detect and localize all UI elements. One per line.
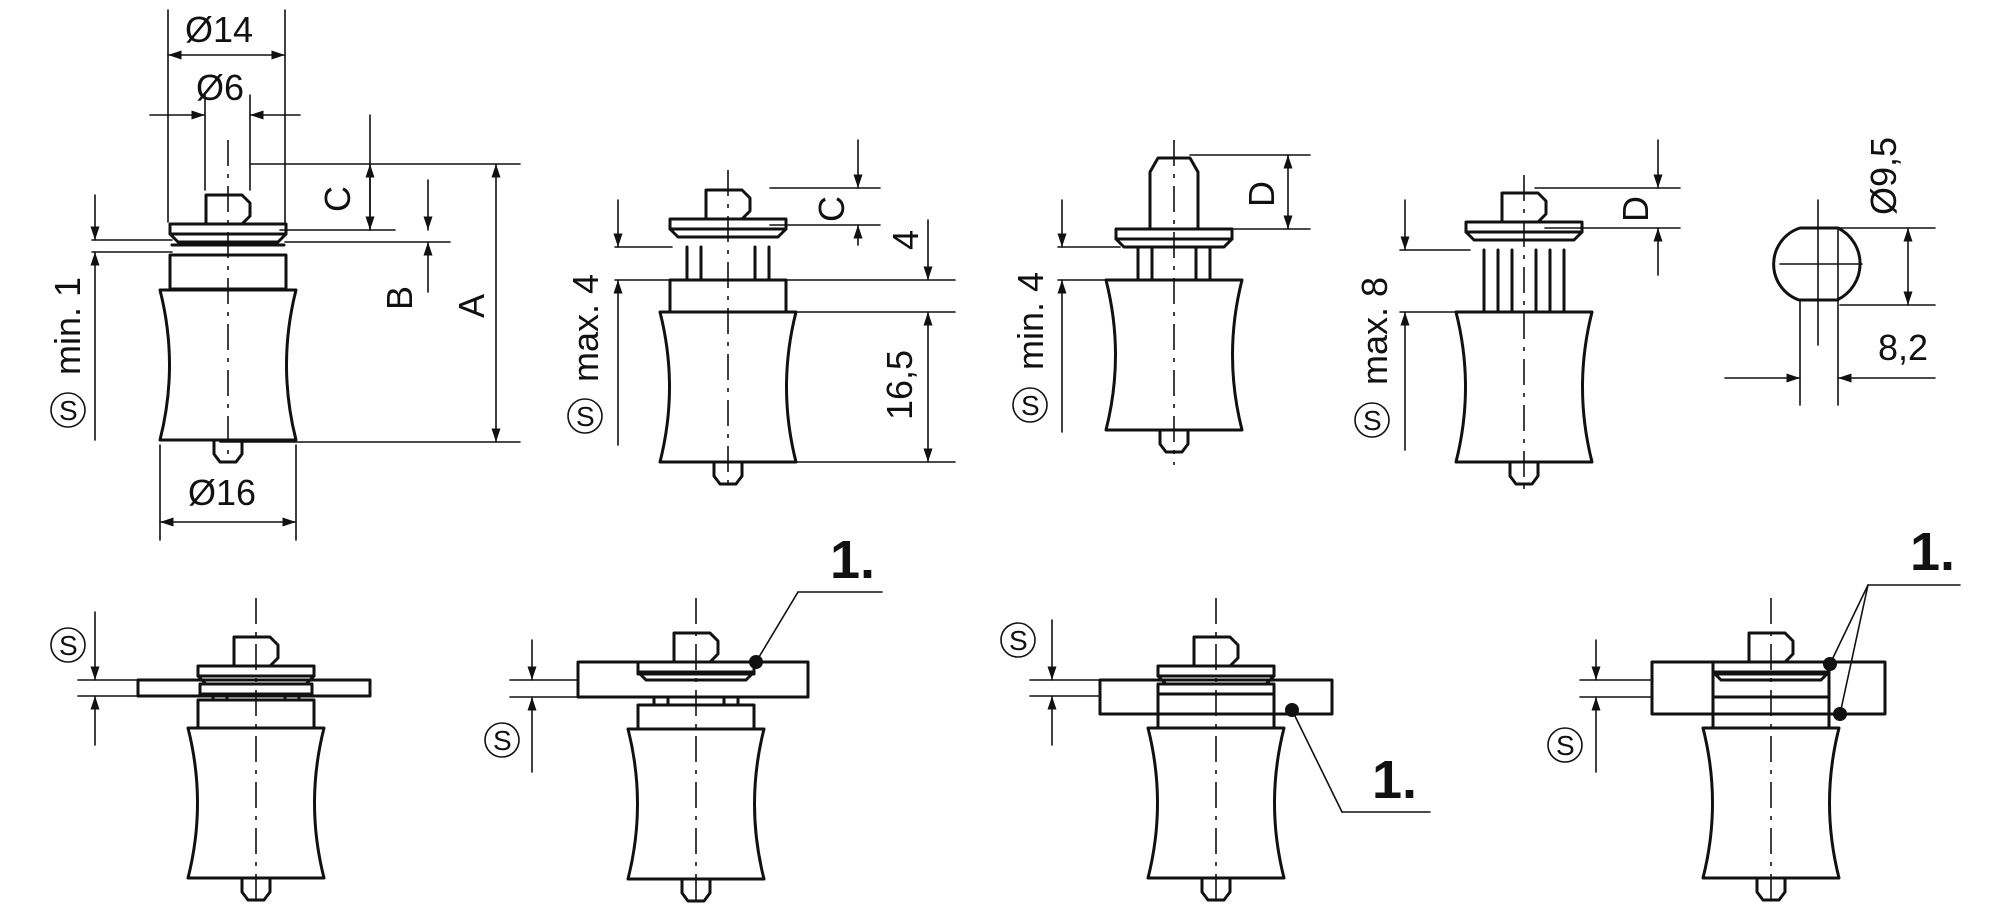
dim-16-5: 16,5 xyxy=(879,350,920,420)
svg-text:S: S xyxy=(1009,625,1028,656)
dim-D-1: D xyxy=(1241,181,1282,207)
svg-text:S: S xyxy=(59,395,78,426)
dim-8-2: 8,2 xyxy=(1878,327,1928,368)
dim-C-2: C xyxy=(811,196,852,222)
s-symbol-icon xyxy=(50,627,86,663)
dim-4: 4 xyxy=(885,230,926,250)
svg-text:S: S xyxy=(59,630,78,661)
dim-B: B xyxy=(379,286,420,310)
s-symbol-icon xyxy=(567,398,603,434)
dim-max-8: max. 8 xyxy=(1354,277,1395,385)
view-4: D S max. 8 xyxy=(1354,139,1681,490)
s-symbol-icon xyxy=(484,722,520,758)
s-symbol-icon xyxy=(50,392,86,428)
view-1: Ø14 Ø6 Ø16 A C B S min. 1 xyxy=(47,9,521,541)
svg-text:S: S xyxy=(1363,405,1382,436)
dim-C-1: C xyxy=(317,186,358,212)
dim-diameter-16: Ø16 xyxy=(188,472,256,513)
callout-label-3: 1. xyxy=(1910,522,1955,582)
assembly-3: 1. S xyxy=(1000,598,1431,905)
s-symbol-icon xyxy=(1000,622,1036,658)
callout-label-1: 1. xyxy=(830,530,875,590)
assembly-2: 1. S xyxy=(484,530,883,905)
dim-diameter-9-5: Ø9,5 xyxy=(1863,137,1904,215)
view-5-section: 8,2 Ø9,5 xyxy=(1724,137,1936,406)
assembly-1: S xyxy=(50,598,372,905)
view-2: C 4 16,5 S max. 4 xyxy=(565,139,956,490)
svg-text:S: S xyxy=(576,401,595,432)
dim-D-2: D xyxy=(1615,196,1656,222)
callout-label-2: 1. xyxy=(1372,750,1417,810)
dim-diameter-14: Ø14 xyxy=(185,9,253,50)
dim-min-4: min. 4 xyxy=(1010,272,1051,370)
view-3: D S min. 4 xyxy=(1010,140,1311,465)
dim-diameter-6: Ø6 xyxy=(196,67,244,108)
svg-text:S: S xyxy=(1021,390,1040,421)
dim-max-4: max. 4 xyxy=(565,274,606,382)
dim-A: A xyxy=(451,294,492,318)
assembly-4: 1. S xyxy=(1547,522,1961,905)
s-symbol-icon xyxy=(1547,727,1583,763)
s-symbol-icon xyxy=(1354,402,1390,438)
s-symbol-icon xyxy=(1012,387,1048,423)
dim-min-1: min. 1 xyxy=(47,277,88,375)
svg-text:S: S xyxy=(493,725,512,756)
svg-text:S: S xyxy=(1556,730,1575,761)
